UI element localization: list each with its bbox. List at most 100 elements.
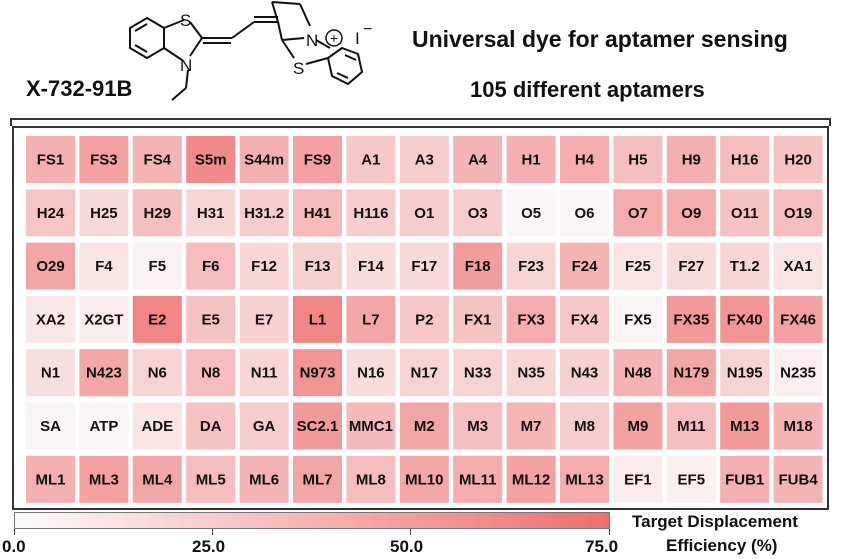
heatmap-cell-label: M18 xyxy=(784,418,813,435)
heatmap-cell-rect xyxy=(346,455,396,503)
heatmap-cell: E2 xyxy=(132,295,182,343)
heatmap-cell: N235 xyxy=(773,349,823,397)
heatmap-cell: N1 xyxy=(26,349,75,397)
heatmap-cell: N35 xyxy=(506,349,556,397)
heatmap-cell-label: ML12 xyxy=(512,471,550,488)
heatmap-cell-label: A3 xyxy=(415,152,434,169)
heatmap-cell-rect xyxy=(132,189,182,237)
heatmap-cell-label: FX5 xyxy=(624,311,652,328)
heatmap-cell-label: M11 xyxy=(677,418,705,435)
heatmap-cell-label: H16 xyxy=(731,152,759,169)
heatmap-cell: N16 xyxy=(346,349,396,397)
heatmap-cell: F27 xyxy=(666,242,716,290)
heatmap-cell-rect xyxy=(453,295,503,343)
heatmap-cell: EF5 xyxy=(666,455,716,503)
heatmap-cell-label: GA xyxy=(253,418,276,435)
heatmap-cell-rect xyxy=(239,189,289,237)
heatmap-cell-label: L7 xyxy=(362,311,380,328)
heatmap-cell-rect xyxy=(773,189,823,237)
heatmap-cell-rect xyxy=(506,136,556,183)
heatmap-cell-rect xyxy=(186,136,236,183)
heatmap-cell-label: N423 xyxy=(86,365,122,382)
heatmap-cell: O1 xyxy=(399,189,449,237)
heatmap-cell-label: ML3 xyxy=(89,471,119,488)
heatmap-cell: H25 xyxy=(79,189,129,237)
heatmap-cell: F24 xyxy=(560,242,609,290)
heatmap-cell-rect xyxy=(79,136,129,183)
heatmap-cell-label: N1 xyxy=(41,365,60,382)
heatmap-cell: ADE xyxy=(132,402,182,450)
heatmap-cell-label: H116 xyxy=(353,205,388,222)
heatmap-cell: M8 xyxy=(560,402,609,450)
heatmap-cell: FX5 xyxy=(613,295,663,343)
heatmap-cell: XA2 xyxy=(26,295,75,343)
heatmap-cell-label: FS4 xyxy=(144,152,172,169)
heatmap-cell-label: M7 xyxy=(521,418,542,435)
heatmap-cell-rect xyxy=(26,136,75,183)
heatmap-cell-rect xyxy=(560,455,609,503)
heatmap-cell: H16 xyxy=(720,136,770,183)
heatmap-cell-rect xyxy=(239,455,289,503)
heatmap-cell: M18 xyxy=(773,402,823,450)
heatmap-cell: H24 xyxy=(26,189,75,237)
heatmap-cell-label: FX1 xyxy=(464,311,492,328)
heatmap-cell-rect xyxy=(239,295,289,343)
heatmap-cell-rect xyxy=(399,189,449,237)
heatmap-cell-label: ML1 xyxy=(36,471,66,488)
heatmap-cell-label: F14 xyxy=(358,258,385,275)
heatmap-cell-label: N6 xyxy=(148,365,167,382)
heatmap-cell: H29 xyxy=(132,189,182,237)
heatmap-cell: S44m xyxy=(239,136,289,183)
heatmap-cell-label: H31.2 xyxy=(244,205,284,222)
heatmap-cell-label: ADE xyxy=(141,418,173,435)
heatmap-cell-rect xyxy=(453,136,503,183)
heatmap-cell-label: T1.2 xyxy=(730,258,760,275)
heatmap-cell: N423 xyxy=(79,349,129,397)
heatmap-cell-rect xyxy=(399,455,449,503)
heatmap-cell-label: FX46 xyxy=(780,311,816,328)
negative-charge-sign: − xyxy=(363,21,372,38)
heatmap-cell-rect xyxy=(399,242,449,290)
heatmap-cell-rect xyxy=(132,136,182,183)
heatmap-cell-rect xyxy=(239,136,289,183)
heatmap-cell: ML5 xyxy=(186,455,236,503)
heatmap-cell-rect xyxy=(346,349,396,397)
heatmap-cell-rect xyxy=(132,295,182,343)
colorbar-title-line2: Efficiency (%) xyxy=(666,536,778,555)
heatmap-cell: GA xyxy=(239,402,289,450)
heatmap-cell-label: O11 xyxy=(731,205,759,222)
heatmap-cell-label: ML7 xyxy=(303,471,333,488)
heatmap-cell: M13 xyxy=(720,402,770,450)
heatmap-cell-rect xyxy=(560,136,609,183)
counterion-label: I xyxy=(355,29,360,48)
heatmap-cell-rect xyxy=(293,402,342,450)
heatmap-cell-label: F17 xyxy=(411,258,437,275)
heatmap-cell-rect xyxy=(453,242,503,290)
heatmap-cell-rect xyxy=(666,136,716,183)
heatmap-cell-rect xyxy=(773,349,823,397)
heatmap-cell-label: E5 xyxy=(202,311,220,328)
heatmap-cell: O19 xyxy=(773,189,823,237)
heatmap-cell-rect xyxy=(293,295,342,343)
heatmap-cell: H1 xyxy=(506,136,556,183)
heatmap-cell: F4 xyxy=(79,242,129,290)
heatmap-cell-label: FX3 xyxy=(517,311,545,328)
heatmap-cell: ML11 xyxy=(453,455,503,503)
heatmap-cell-label: H5 xyxy=(628,152,647,169)
heatmap-cell-rect xyxy=(560,349,609,397)
heatmap-cell-rect xyxy=(720,295,770,343)
heatmap-cell-rect xyxy=(453,189,503,237)
figure-title: Universal dye for aptamer sensing xyxy=(412,26,788,52)
heatmap-cell-rect xyxy=(26,189,75,237)
heatmap-cell-label: P2 xyxy=(415,311,433,328)
heatmap-cell-label: O6 xyxy=(574,205,594,222)
heatmap-cell: N195 xyxy=(720,349,770,397)
heatmap-cell-rect xyxy=(346,136,396,183)
heatmap-cell-label: S44m xyxy=(244,152,284,169)
heatmap-cell: F6 xyxy=(186,242,236,290)
heatmap-cell-label: M13 xyxy=(730,418,759,435)
colorbar-tick-mark xyxy=(609,529,610,535)
heatmap-cell-rect xyxy=(720,242,770,290)
heatmap-cell: N33 xyxy=(453,349,503,397)
